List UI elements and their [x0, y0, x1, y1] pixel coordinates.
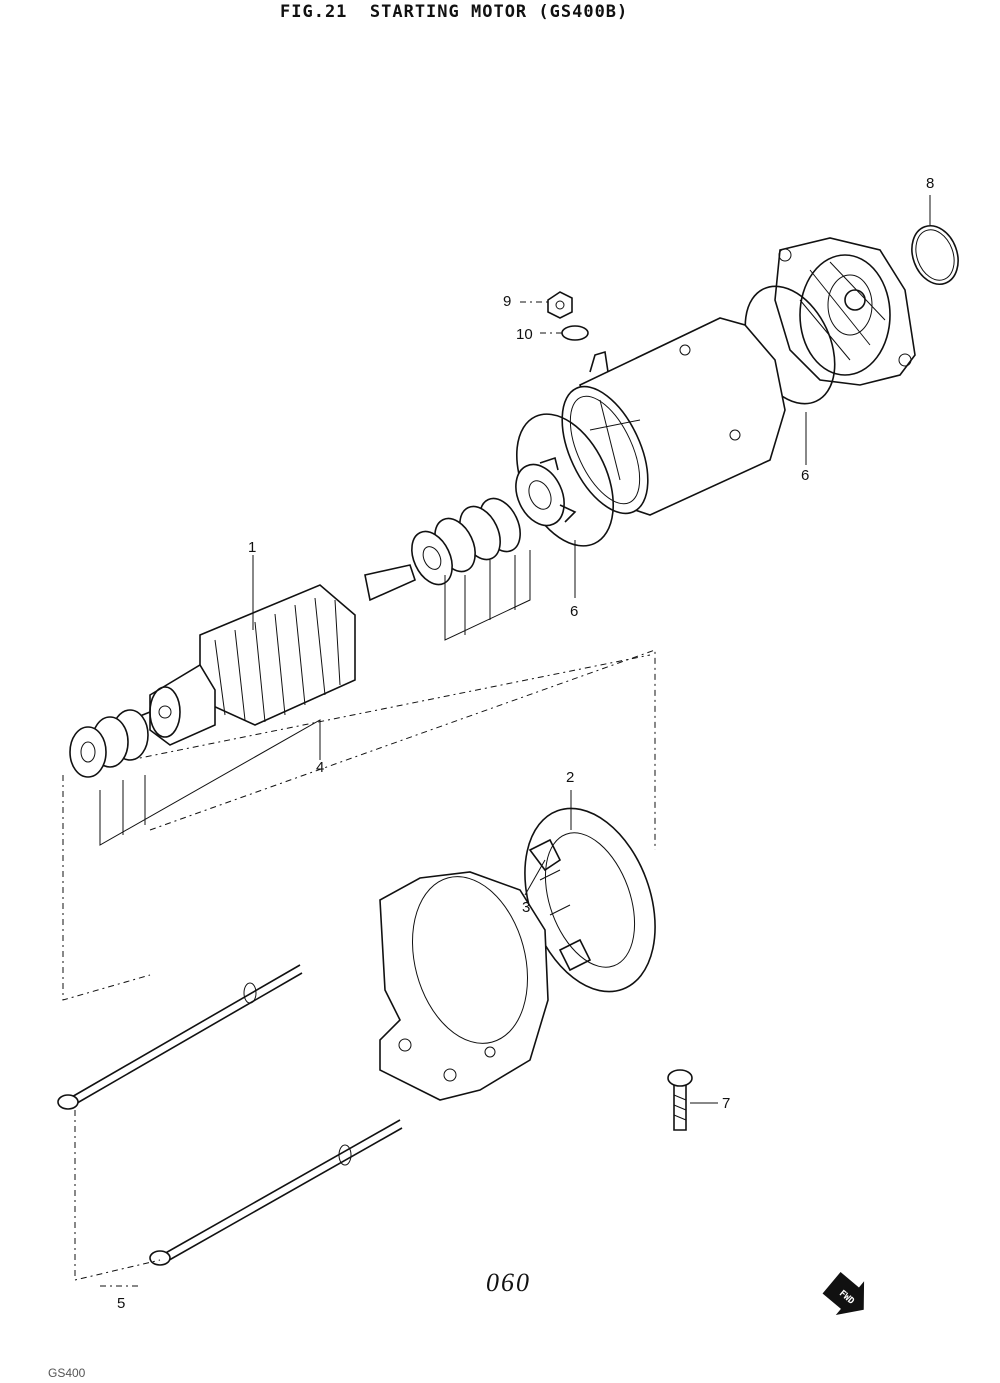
rear-end-cover	[774, 237, 916, 386]
nut-9	[547, 291, 573, 319]
callout-9: 9	[503, 293, 512, 310]
armature	[134, 564, 416, 746]
fwd-arrow-icon: FWD	[822, 1272, 872, 1326]
callout-2: 2	[566, 769, 575, 786]
through-bolt-lower	[149, 1119, 403, 1266]
page-number: 060	[486, 1268, 531, 1297]
shim-washers-rear	[69, 709, 149, 778]
callout-1: 1	[248, 539, 257, 556]
callout-5: 5	[117, 1295, 126, 1312]
callout-3: 3	[522, 899, 531, 916]
screw-7	[667, 1069, 693, 1131]
shim-washers-front	[411, 497, 521, 586]
front-housing	[379, 871, 549, 1101]
washer-10	[561, 325, 589, 341]
motor-yoke	[561, 317, 786, 516]
callout-10: 10	[516, 326, 533, 343]
footer-model-code: GS400	[48, 1366, 86, 1380]
callout-6-rear: 6	[801, 467, 810, 484]
callout-8: 8	[926, 175, 935, 192]
figure-title: FIG.21 STARTING MOTOR (GS400B)	[280, 2, 629, 22]
leader-lines	[62, 195, 931, 1287]
brush-holder-plate	[524, 807, 656, 993]
callout-7: 7	[722, 1095, 731, 1112]
callout-4: 4	[316, 759, 325, 776]
tab-washer	[515, 456, 577, 527]
through-bolt-upper	[57, 964, 303, 1110]
callout-6-front: 6	[570, 603, 579, 620]
o-ring-8	[911, 225, 959, 285]
